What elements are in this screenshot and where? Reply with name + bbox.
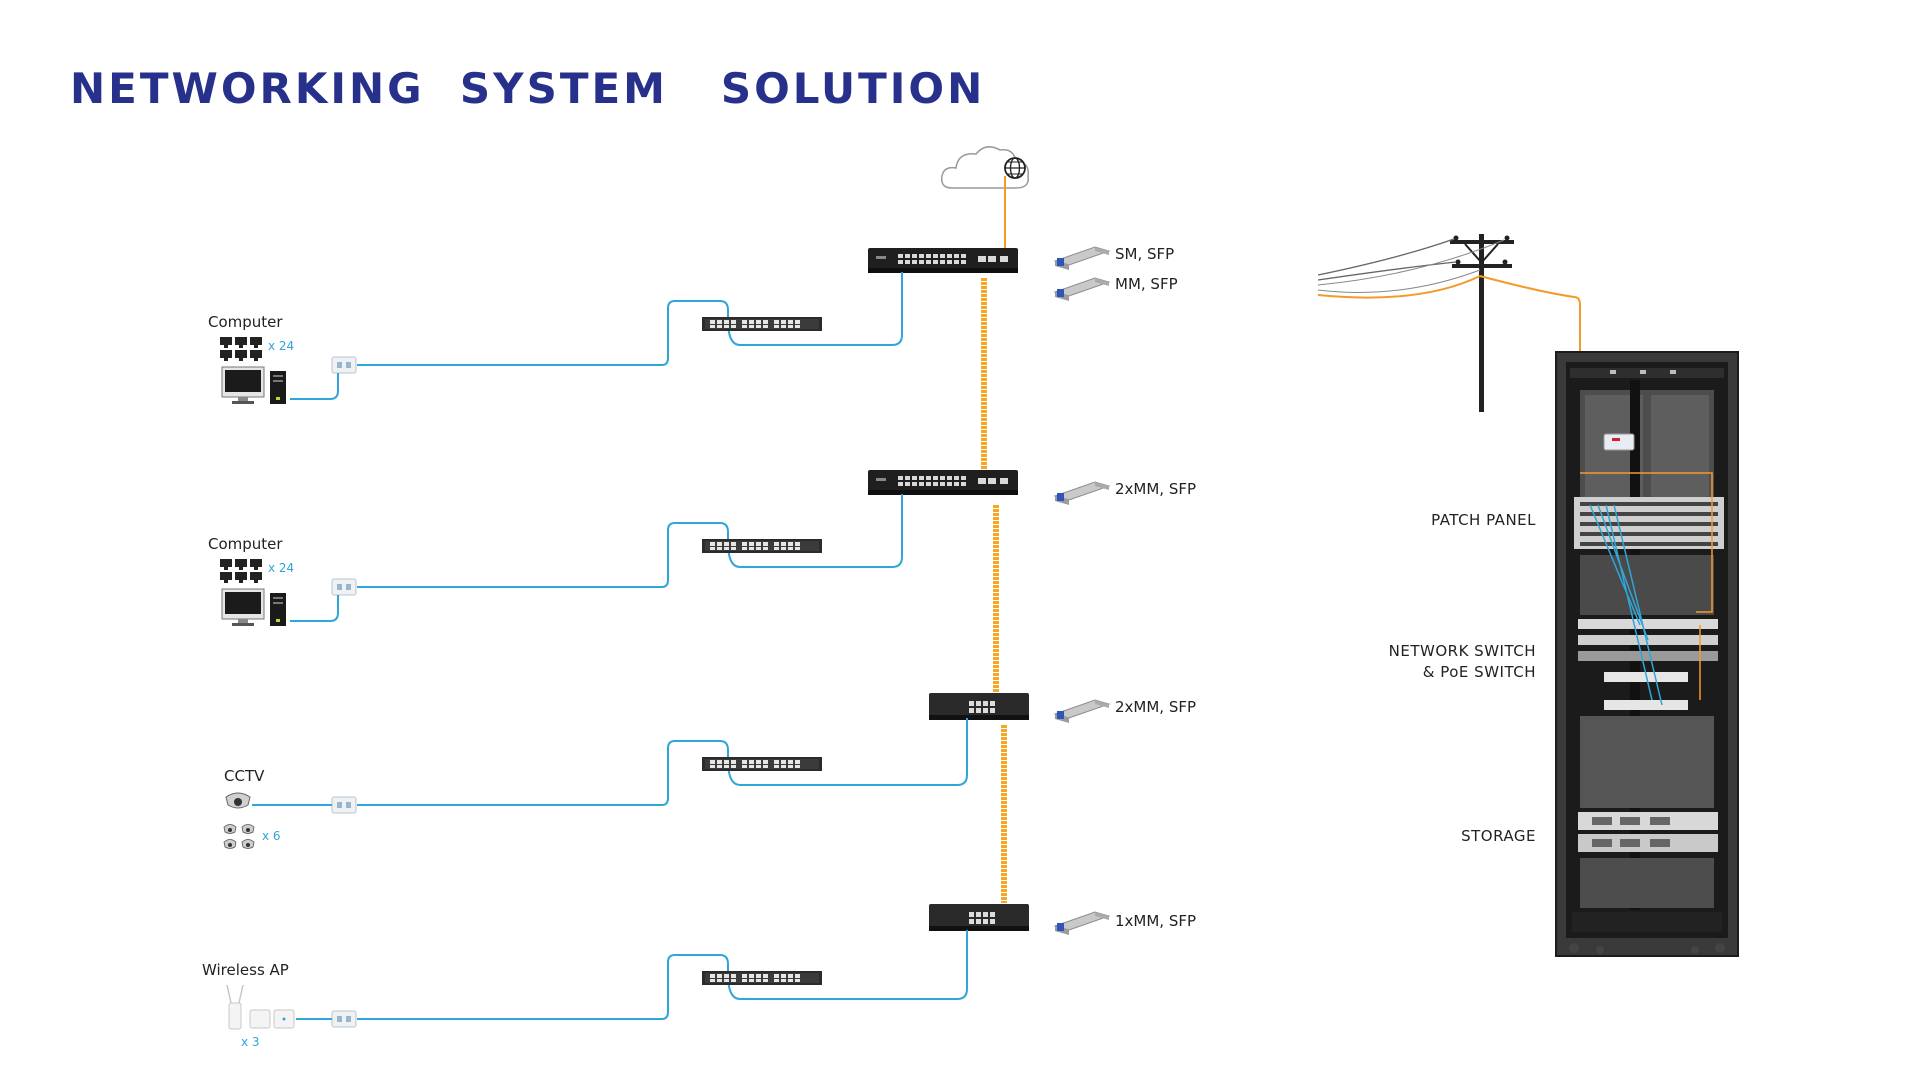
network-switch-icon <box>929 904 1029 931</box>
patch-panel-icon <box>702 757 822 771</box>
copper-link-3 <box>357 718 968 806</box>
power-line <box>1317 261 1457 281</box>
power-line <box>1317 239 1505 286</box>
cctv-camera-icon <box>223 839 237 849</box>
copper-link-1 <box>357 272 903 366</box>
sfp-label: 1xMM, SFP <box>1115 912 1196 930</box>
rack-switch-label: NETWORK SWITCH <box>1389 642 1536 660</box>
rack-storage-label: STORAGE <box>1461 827 1536 845</box>
endpoint-label: Computer <box>208 535 283 553</box>
utility-pole-icon <box>1450 234 1514 412</box>
wall-outlet-icon <box>331 356 357 374</box>
rack-switch-label: & PoE SWITCH <box>1423 663 1536 681</box>
page-title: NETWORKING SYSTEM SOLUTION <box>70 64 986 113</box>
network-switch-icon <box>929 693 1029 720</box>
endpoint-count: x 24 <box>268 339 294 353</box>
cctv-camera-icon <box>241 839 255 849</box>
endpoint-label: CCTV <box>224 767 265 785</box>
endpoint-cable <box>290 373 339 400</box>
sfp-module-icon <box>1054 699 1110 724</box>
globe-icon <box>1004 157 1026 179</box>
network-switch-icon <box>868 470 1018 495</box>
cloud-icon <box>940 146 1029 189</box>
endpoint-label: Computer <box>208 313 283 331</box>
power-line <box>1317 269 1481 293</box>
copper-link-2 <box>357 494 903 588</box>
sfp-label: MM, SFP <box>1115 275 1178 293</box>
wall-outlet-icon <box>331 578 357 596</box>
sfp-label: 2xMM, SFP <box>1115 480 1196 498</box>
endpoint-label: Wireless AP <box>202 961 289 979</box>
cctv-camera-icon <box>241 824 255 834</box>
endpoint-count: x 6 <box>262 829 281 843</box>
network-switch-icon <box>868 248 1018 273</box>
endpoint-count: x 24 <box>268 561 294 575</box>
endpoint-cable <box>290 595 339 622</box>
cctv-camera-icon <box>223 824 237 834</box>
server-rack-icon <box>1555 351 1739 957</box>
fiber-drop-line <box>1317 275 1581 475</box>
patch-panel-icon <box>702 539 822 553</box>
endpoint-count: x 3 <box>241 1035 260 1049</box>
wall-outlet-icon <box>331 1010 357 1028</box>
sfp-module-icon <box>1054 481 1110 506</box>
sfp-label: 2xMM, SFP <box>1115 698 1196 716</box>
patch-panel-icon <box>702 971 822 985</box>
copper-link-4 <box>357 930 968 1020</box>
sfp-module-icon <box>1054 277 1110 302</box>
sfp-label: SM, SFP <box>1115 245 1174 263</box>
wireless-ap-icon <box>226 984 295 1030</box>
power-line <box>1317 238 1455 276</box>
sfp-module-icon <box>1054 246 1110 271</box>
patch-panel-icon <box>702 317 822 331</box>
sfp-module-icon <box>1054 911 1110 936</box>
wall-outlet-icon <box>331 796 357 814</box>
rack-patch-panel-label: PATCH PANEL <box>1431 511 1536 529</box>
cctv-camera-icon <box>225 792 251 809</box>
